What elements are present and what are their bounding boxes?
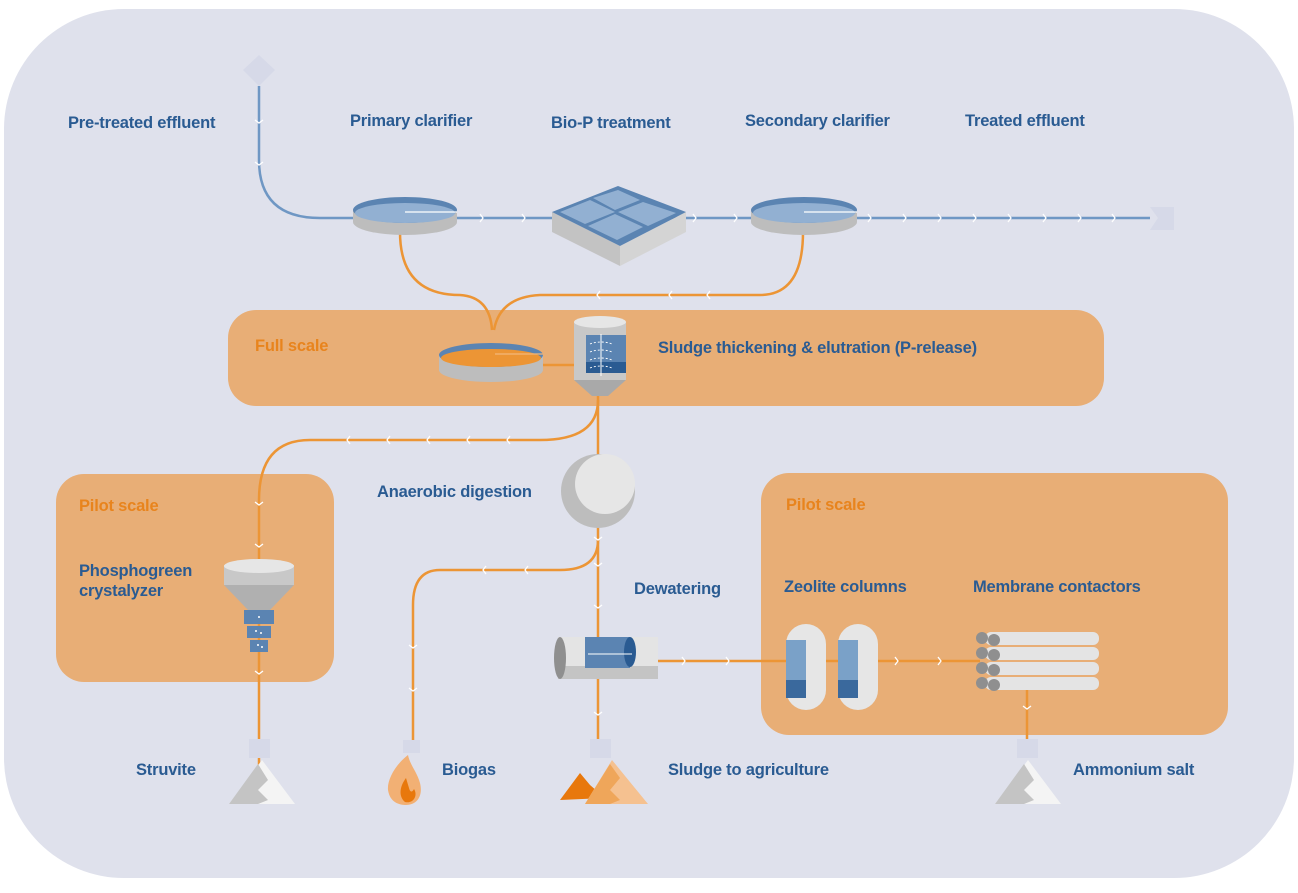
label-biogas: Biogas: [442, 761, 496, 779]
label-anaerobic-digestion: Anaerobic digestion: [377, 483, 532, 501]
full-scale-panel: [228, 310, 1104, 406]
struvite-pile-icon: [229, 760, 295, 804]
membrane-contactors-icon: [976, 632, 1099, 691]
label-ammonium-salt: Ammonium salt: [1073, 761, 1195, 779]
label-pretreated-effluent: Pre-treated effluent: [68, 114, 216, 132]
outlet-marker-icon: [1150, 207, 1174, 230]
primary-clarifier-icon: [353, 197, 457, 235]
secondary-clarifier-icon: [751, 197, 857, 235]
biogas-flame-icon: [387, 755, 421, 805]
label-sludge-thickening: Sludge thickening & elutration (P-releas…: [658, 339, 977, 357]
sludge-thickener-icon: [439, 343, 543, 382]
output-funnel-markers: [249, 739, 1038, 758]
anaerobic-digester-icon: [561, 454, 635, 528]
label-phosphogreen-crystalyzer: Phosphogreen crystalyzer: [79, 562, 193, 600]
label-treated-effluent: Treated effluent: [965, 112, 1085, 130]
label-sludge-to-agriculture: Sludge to agriculture: [668, 761, 829, 779]
pilot-scale-right-title: Pilot scale: [786, 496, 866, 514]
zeolite-columns-icon: [786, 624, 878, 710]
pilot-scale-left-title: Pilot scale: [79, 497, 159, 515]
inlet-diamond-icon: [243, 55, 275, 86]
phosphogreen-crystalyzer-icon: [224, 559, 294, 652]
secondary-sludge-line: [492, 231, 805, 331]
label-zeolite-columns: Zeolite columns: [784, 578, 907, 596]
label-struvite: Struvite: [136, 761, 196, 779]
primary-sludge-line: [398, 231, 494, 331]
full-scale-title: Full scale: [255, 337, 329, 355]
label-secondary-clarifier: Secondary clarifier: [745, 112, 890, 130]
bio-p-basin-icon: [552, 186, 686, 266]
label-bio-p-treatment: Bio-P treatment: [551, 114, 671, 132]
label-primary-clarifier: Primary clarifier: [350, 112, 473, 130]
biogas-line: [411, 539, 600, 748]
to-crystalyzer-line: [257, 399, 600, 770]
flow-arrows: [254, 119, 1116, 716]
label-dewatering: Dewatering: [634, 580, 721, 598]
dewatering-press-icon: [554, 637, 658, 679]
elutriation-tank-icon: [574, 316, 626, 396]
label-membrane-contactors: Membrane contactors: [973, 578, 1141, 596]
sludge-pile-icon: [560, 760, 648, 804]
ammonium-salt-pile-icon: [995, 760, 1061, 804]
